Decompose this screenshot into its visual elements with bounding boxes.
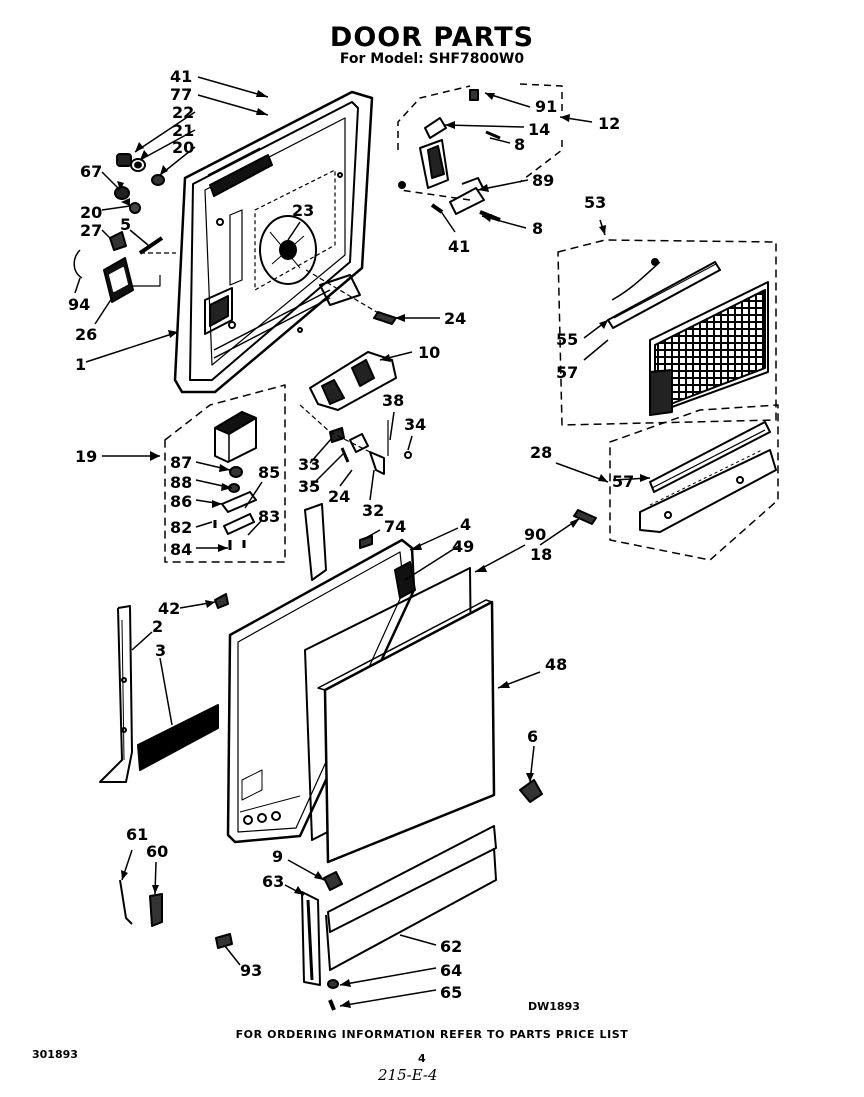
callout-1: 1: [75, 355, 86, 374]
callout-84: 84: [170, 540, 192, 559]
callout-53: 53: [584, 193, 606, 212]
callout-55: 55: [556, 330, 578, 349]
side-rail: [99, 605, 133, 783]
callout-4: 4: [460, 515, 471, 534]
callout-21: 21: [172, 121, 194, 140]
callout-41: 41: [170, 67, 192, 86]
callout-14: 14: [528, 120, 550, 139]
callout-83: 83: [258, 507, 280, 526]
callout-24: 24: [328, 487, 350, 506]
callout-2: 2: [152, 617, 163, 636]
callout-20: 20: [172, 138, 194, 157]
callout-33: 33: [298, 455, 320, 474]
callout-77: 77: [170, 85, 192, 104]
callout-35: 35: [298, 477, 320, 496]
callout-41: 41: [448, 237, 470, 256]
latch-assembly-box: [397, 83, 563, 222]
screw-18: [573, 509, 597, 525]
callout-8: 8: [514, 135, 525, 154]
part-6: [519, 779, 543, 803]
document-number: 301893: [32, 1048, 78, 1061]
door-panel-48: [317, 599, 496, 864]
callout-23: 23: [292, 201, 314, 220]
callout-85: 85: [258, 463, 280, 482]
callout-12: 12: [598, 114, 620, 133]
callout-65: 65: [440, 983, 462, 1002]
handwritten-note: 215-E-4: [378, 1066, 438, 1084]
callout-86: 86: [170, 492, 192, 511]
callout-74: 74: [384, 517, 406, 536]
callout-28: 28: [530, 443, 552, 462]
callout-18: 18: [530, 545, 552, 564]
callout-26: 26: [75, 325, 97, 344]
callout-62: 62: [440, 937, 462, 956]
callout-64: 64: [440, 961, 462, 980]
callout-94: 94: [68, 295, 90, 314]
callout-22: 22: [172, 103, 194, 122]
callout-88: 88: [170, 473, 192, 492]
callout-20: 20: [80, 203, 102, 222]
callout-6: 6: [527, 727, 538, 746]
vent-grille-box: [557, 239, 777, 426]
callout-48: 48: [545, 655, 567, 674]
callout-82: 82: [170, 518, 192, 537]
callout-61: 61: [126, 825, 148, 844]
callout-34: 34: [404, 415, 426, 434]
screw-24-top: [305, 269, 397, 325]
callout-8: 8: [532, 219, 543, 238]
switch-assembly-box: [164, 384, 286, 563]
left-small-parts: [73, 153, 176, 303]
trim-strip-3: [137, 704, 219, 771]
clip-42: [214, 593, 229, 609]
lower-small-parts: [119, 825, 497, 1011]
page-number: 4: [418, 1052, 426, 1065]
callout-9: 9: [272, 847, 283, 866]
model-subtitle: For Model: SHF7800W0: [339, 51, 525, 67]
control-panel-box: [609, 404, 779, 561]
callout-38: 38: [382, 391, 404, 410]
callout-60: 60: [146, 842, 168, 861]
callout-57: 57: [612, 472, 634, 491]
callout-5: 5: [120, 215, 131, 234]
hinge-bracket: [309, 351, 397, 411]
ordering-footer: FOR ORDERING INFORMATION REFER TO PARTS …: [235, 1028, 629, 1041]
callout-3: 3: [155, 641, 166, 660]
callout-57: 57: [556, 363, 578, 382]
callout-90: 90: [524, 525, 546, 544]
callout-10: 10: [418, 343, 440, 362]
callout-67: 67: [80, 162, 102, 181]
callout-24: 24: [444, 309, 466, 328]
callout-91: 91: [535, 97, 557, 116]
callout-87: 87: [170, 453, 192, 472]
page-title: DOOR PARTS: [329, 22, 535, 53]
door-latch-small-parts: [299, 404, 412, 475]
callout-49: 49: [452, 537, 474, 556]
callout-89: 89: [532, 171, 554, 190]
callout-93: 93: [240, 961, 262, 980]
inner-door-panel: [173, 90, 374, 394]
callout-63: 63: [262, 872, 284, 891]
drawing-code: DW1893: [528, 1000, 580, 1013]
callout-27: 27: [80, 221, 102, 240]
callout-42: 42: [158, 599, 180, 618]
callout-19: 19: [75, 447, 97, 466]
callout-32: 32: [362, 501, 384, 520]
